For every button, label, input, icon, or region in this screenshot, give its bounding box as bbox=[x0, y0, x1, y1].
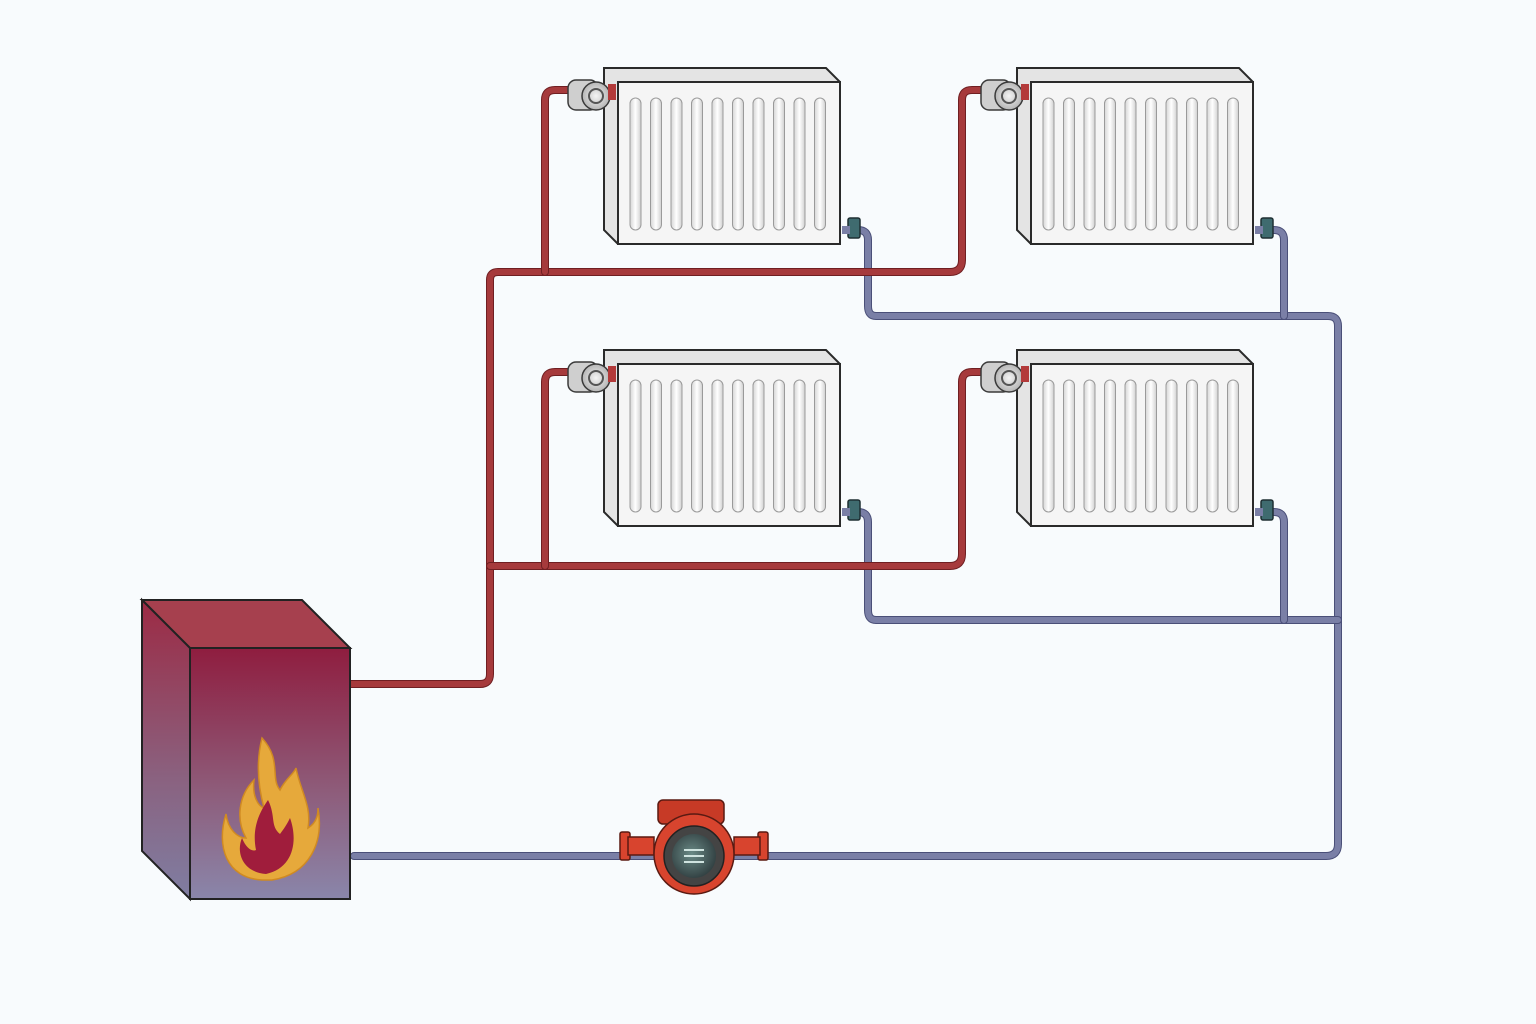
supply-branch-lower-left bbox=[542, 369, 577, 569]
radiator-fin bbox=[1165, 379, 1178, 513]
radiator-fin bbox=[711, 379, 724, 513]
return-valve-icon bbox=[1255, 499, 1274, 521]
radiator-fin bbox=[814, 97, 826, 231]
radiator-fin bbox=[1083, 379, 1096, 513]
radiator-fin bbox=[1083, 97, 1096, 231]
radiator-fin bbox=[1165, 97, 1178, 231]
radiator-fin bbox=[814, 379, 826, 513]
radiator-fin bbox=[1145, 97, 1157, 231]
radiator-fin bbox=[1227, 379, 1239, 513]
flame-icon bbox=[221, 736, 321, 881]
radiator-fin bbox=[1186, 379, 1198, 513]
radiator-fin bbox=[752, 379, 765, 513]
thermostatic-valve-icon bbox=[567, 79, 616, 111]
radiators bbox=[567, 67, 1274, 527]
return-branch-lower-right bbox=[1271, 509, 1287, 623]
radiator-fin bbox=[793, 379, 806, 513]
supply-branch-upper-left-edge bbox=[541, 86, 578, 276]
radiator-fin bbox=[773, 379, 785, 513]
radiator-upper-right bbox=[980, 67, 1274, 245]
radiator-fin bbox=[1206, 97, 1219, 231]
radiator-fin bbox=[1063, 379, 1075, 513]
radiator-fin bbox=[1104, 97, 1116, 231]
boiler-side bbox=[141, 597, 191, 902]
radiator-fin bbox=[650, 379, 662, 513]
radiator-fin bbox=[1042, 379, 1055, 513]
supply-branch-lower-left-edge bbox=[541, 368, 578, 570]
supply-pipes bbox=[346, 86, 992, 688]
radiator-fin bbox=[732, 97, 744, 231]
radiator-fin bbox=[670, 97, 683, 231]
supply-branch-upper-left bbox=[542, 87, 577, 275]
radiator-fin bbox=[1227, 97, 1239, 231]
thermostatic-valve-icon bbox=[980, 361, 1029, 393]
boiler bbox=[139, 597, 353, 902]
radiator-lower-right bbox=[980, 349, 1274, 527]
radiator-fin bbox=[1124, 379, 1137, 513]
return-main-edge bbox=[350, 226, 1342, 860]
return-branch-upper-right bbox=[1271, 227, 1287, 319]
return-valve-icon bbox=[842, 217, 861, 239]
radiator-lower-left bbox=[567, 349, 861, 527]
radiator-fin bbox=[1145, 379, 1157, 513]
radiator-fin bbox=[752, 97, 765, 231]
radiator-fin bbox=[650, 97, 662, 231]
radiator-fin bbox=[1104, 379, 1116, 513]
return-pipes bbox=[350, 226, 1342, 860]
radiator-upper-left bbox=[567, 67, 861, 245]
return-branch-lower-left bbox=[855, 509, 1341, 623]
circulation-pump bbox=[619, 799, 769, 895]
supply-riser-lower bbox=[487, 369, 991, 569]
radiator-fin bbox=[1186, 97, 1198, 231]
radiator-fin bbox=[691, 379, 703, 513]
radiator-fin bbox=[793, 97, 806, 231]
radiator-fin bbox=[1206, 379, 1219, 513]
return-valve-icon bbox=[842, 499, 861, 521]
radiator-fin bbox=[629, 379, 642, 513]
radiator-fin bbox=[1063, 97, 1075, 231]
radiator-fin bbox=[732, 379, 744, 513]
radiator-fin bbox=[691, 97, 703, 231]
thermostatic-valve-icon bbox=[567, 361, 616, 393]
return-valve-icon bbox=[1255, 217, 1274, 239]
return-main bbox=[351, 227, 1341, 859]
radiator-fin bbox=[1124, 97, 1137, 231]
radiator-fin bbox=[711, 97, 724, 231]
radiator-fin bbox=[773, 97, 785, 231]
radiator-fin bbox=[670, 379, 683, 513]
thermostatic-valve-icon bbox=[980, 79, 1029, 111]
radiator-fin bbox=[629, 97, 642, 231]
supply-riser-upper bbox=[347, 87, 991, 687]
radiator-fin bbox=[1042, 97, 1055, 231]
